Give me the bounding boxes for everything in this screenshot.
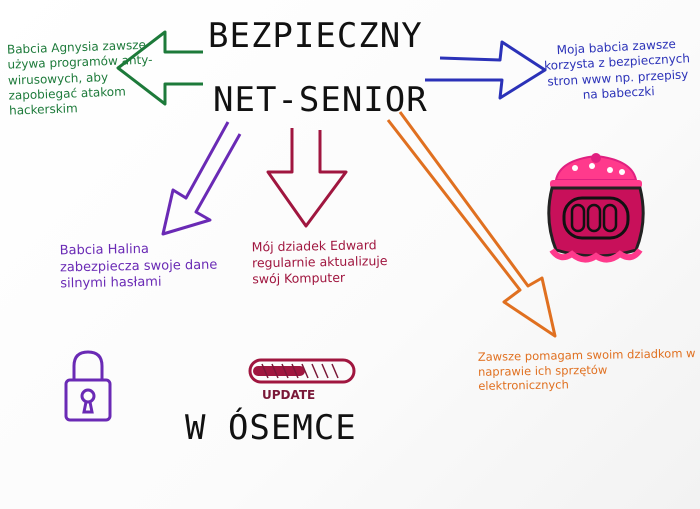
progress-bar-icon — [248, 358, 356, 384]
red-arrow — [266, 128, 348, 228]
orange-arrow — [386, 111, 557, 338]
purple-note: Babcia Halina zabezpiecza swoje dane sil… — [59, 241, 218, 292]
title-line-2: NET-SENIOR — [213, 80, 428, 120]
bottom-title: W ÓSEMCE — [185, 408, 357, 448]
padlock-icon — [64, 350, 112, 422]
title-line-1: BEZPIECZNY — [208, 16, 423, 56]
purple-arrow — [161, 121, 242, 236]
green-arrow — [116, 30, 203, 106]
update-label: UPDATE — [262, 388, 316, 402]
cupcake-icon — [547, 153, 645, 263]
orange-note: Zawsze pomagam swoim dziadkom w naprawie… — [477, 346, 696, 394]
blue-arrow — [425, 40, 547, 100]
red-note: Mój dziadek Edward regularnie aktualizuj… — [251, 237, 388, 287]
blue-note: Moja babcia zawsze korzysta z bezpieczny… — [543, 36, 691, 102]
green-note: Babcia Agnysia zawsze używa programów an… — [6, 37, 153, 119]
